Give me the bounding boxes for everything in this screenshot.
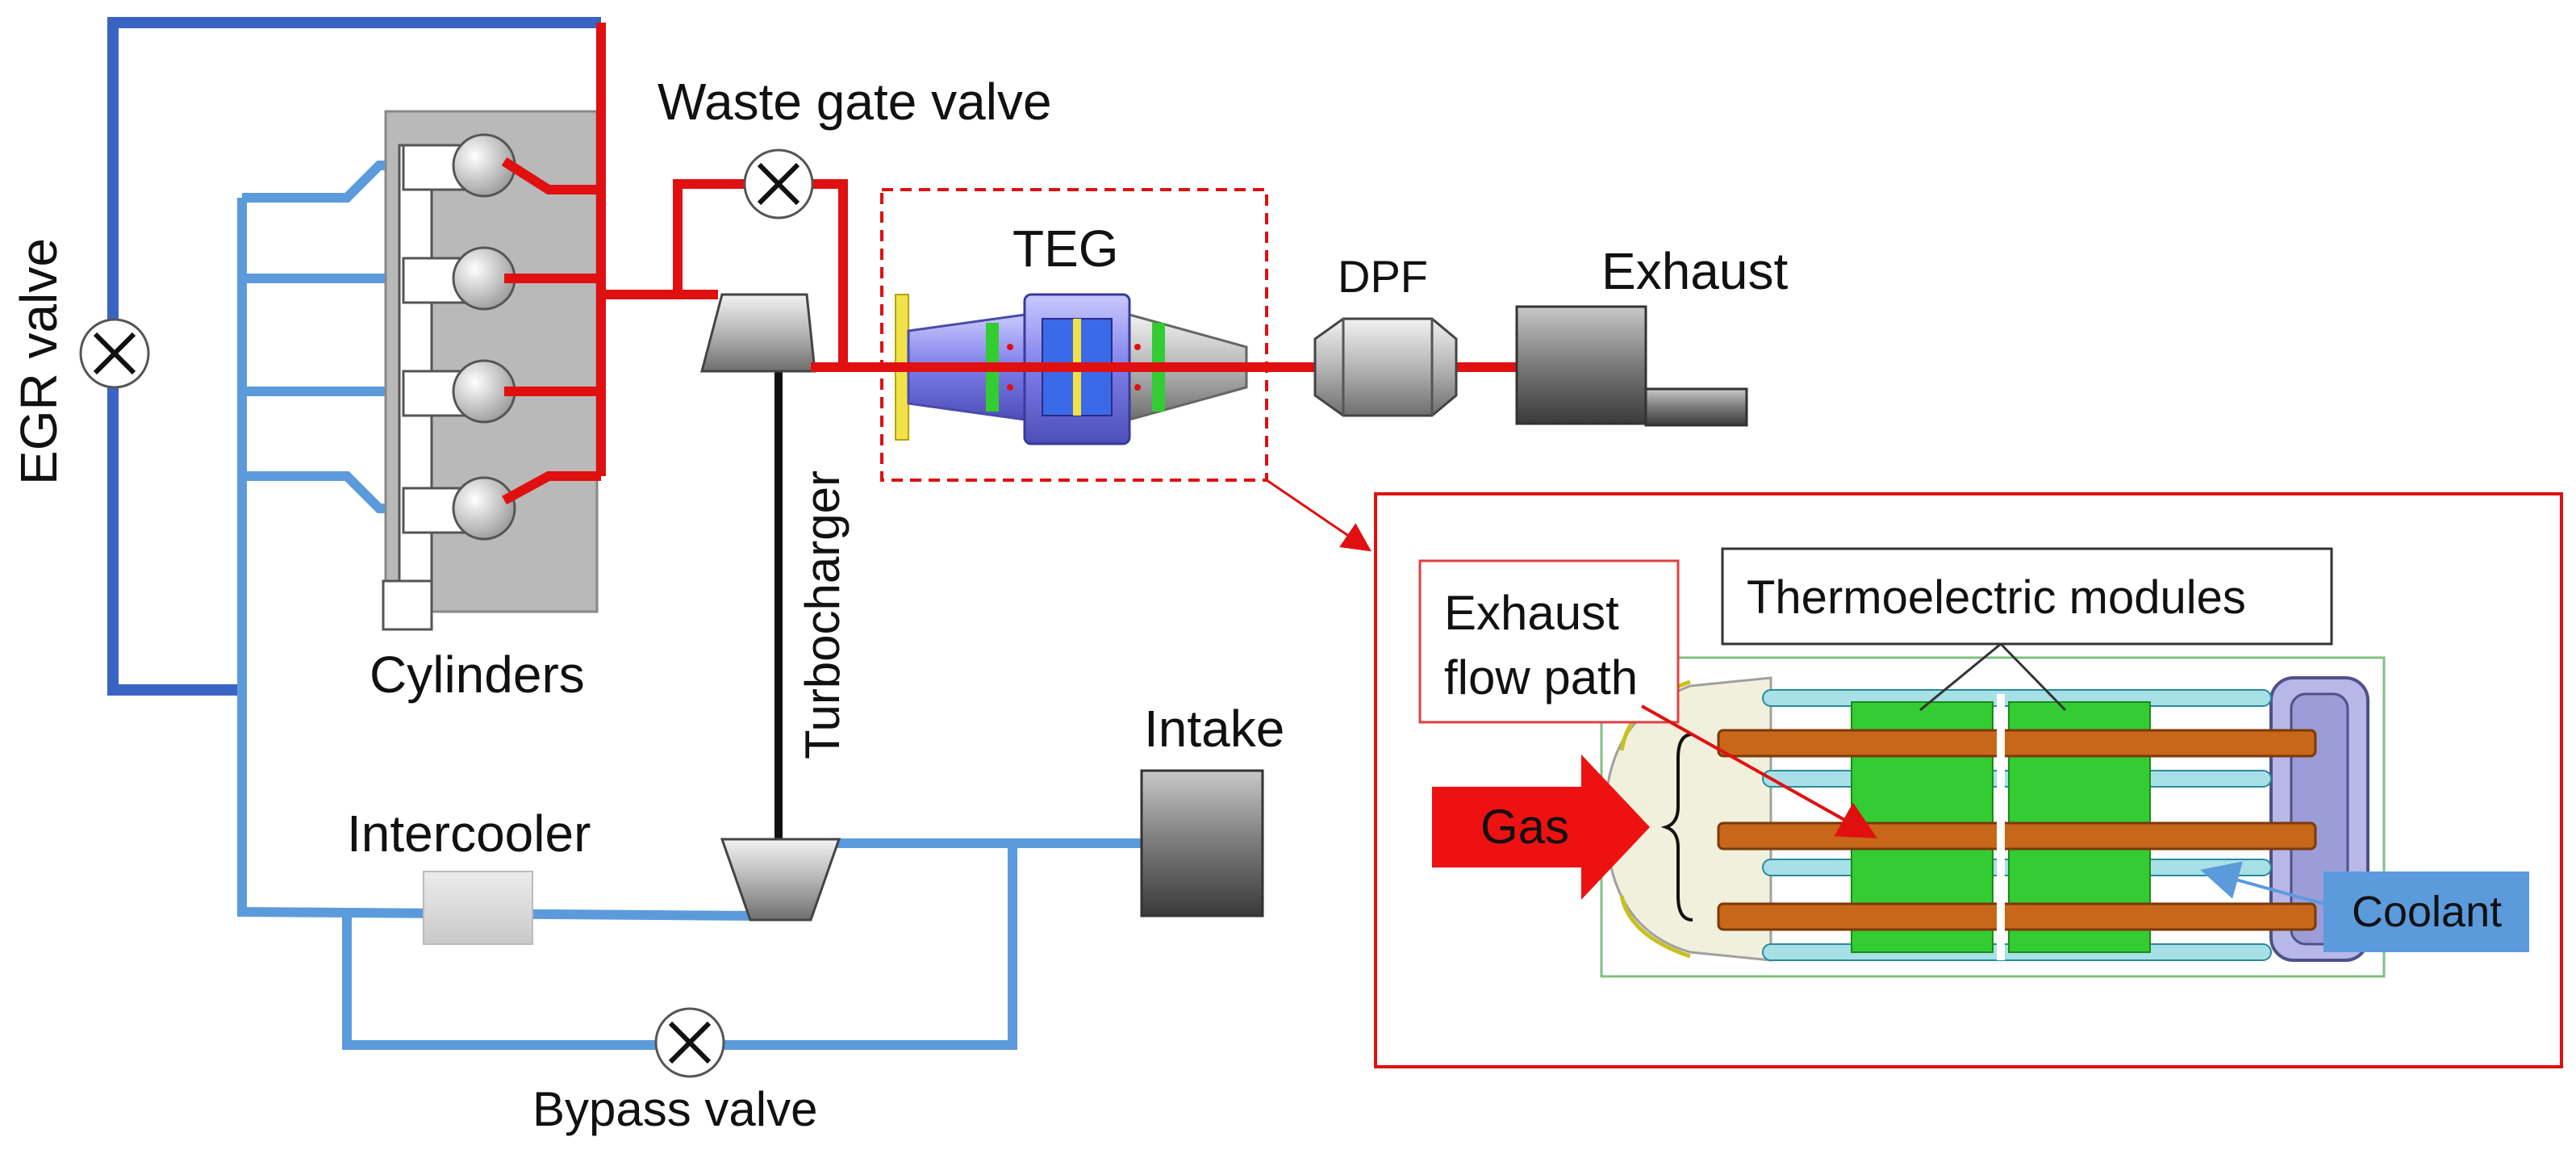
detail-panel bbox=[1374, 492, 2563, 1068]
egr-valve-label: EGR valve bbox=[10, 238, 68, 485]
thermoelectric-modules-label: Thermoelectric modules bbox=[1747, 571, 2246, 624]
turbocharger-label: Turbocharger bbox=[795, 470, 850, 759]
dpf-unit bbox=[1313, 317, 1458, 417]
egr-valve bbox=[79, 318, 150, 389]
teg-highlight-box bbox=[880, 188, 1268, 482]
exhaust-muffler bbox=[1515, 305, 1748, 427]
thermoelectric-modules-box bbox=[1721, 547, 2333, 646]
intake-lines bbox=[237, 161, 1162, 1050]
cylinder-1 bbox=[402, 133, 516, 198]
cylinder-2 bbox=[402, 246, 516, 311]
bypass-valve bbox=[654, 1007, 725, 1078]
callout-arrow bbox=[1266, 479, 1372, 552]
exhaust-flow-path-box bbox=[1418, 559, 1680, 724]
module-leaders bbox=[1919, 642, 2067, 712]
engine-block bbox=[382, 110, 599, 631]
flow-brace bbox=[1660, 733, 1693, 922]
turbine-trapezoid-icon bbox=[700, 293, 816, 373]
intake-label: Intake bbox=[1144, 700, 1284, 758]
dpf-label: DPF bbox=[1338, 251, 1428, 302]
compressor-trapezoid-icon bbox=[720, 838, 841, 922]
flow-path-leader bbox=[1641, 704, 1877, 838]
intercooler bbox=[423, 871, 533, 945]
turbocharger bbox=[700, 293, 841, 922]
gas-arrow bbox=[1432, 754, 1650, 900]
intake-box bbox=[1140, 769, 1264, 917]
coolant-leader bbox=[2200, 861, 2324, 905]
waste-gate-valve bbox=[743, 148, 814, 219]
teg-label: TEG bbox=[1012, 219, 1119, 278]
exhaust-flow-path-label-line2: flow path bbox=[1444, 650, 1638, 704]
coolant-box bbox=[2323, 872, 2529, 952]
exhaust-flow-path-label-line1: Exhaust bbox=[1444, 586, 1619, 640]
bypass-valve-label: Bypass valve bbox=[532, 1082, 818, 1136]
coolant-label: Coolant bbox=[2352, 888, 2502, 936]
intercooler-label: Intercooler bbox=[347, 805, 591, 863]
cylinders-label: Cylinders bbox=[369, 646, 585, 704]
waste-gate-valve-label: Waste gate valve bbox=[658, 73, 1052, 131]
cylinder-3 bbox=[402, 359, 516, 424]
cylinder-4 bbox=[402, 476, 516, 541]
gas-label: Gas bbox=[1480, 800, 1569, 854]
orange-tubes bbox=[1717, 729, 2317, 931]
exhaust-label: Exhaust bbox=[1601, 242, 1788, 300]
